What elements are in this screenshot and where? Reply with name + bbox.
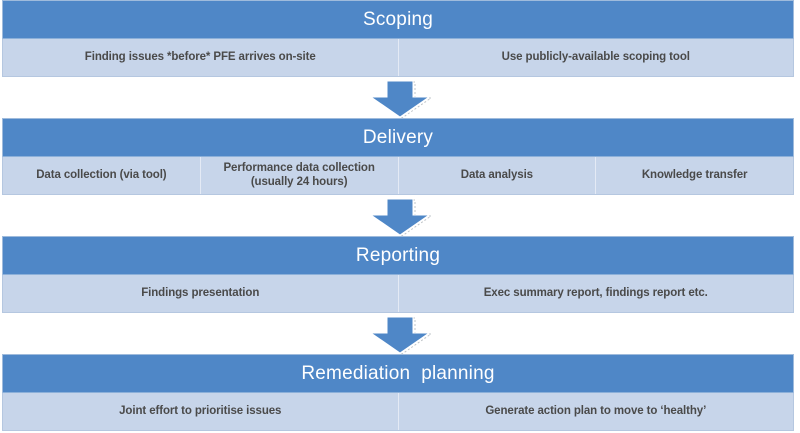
down-arrow-icon [369, 80, 433, 119]
stage-delivery-cell-4[interactable]: Knowledge transfer [596, 157, 793, 194]
stage-scoping-cell-1-label: Finding issues *before* PFE arrives on-s… [84, 50, 316, 63]
stage-delivery-cell-2[interactable]: Performance data collection (usually 24 … [201, 157, 399, 194]
stage-remediation-planning-cell-1-label: Joint effort to prioritise issues [119, 404, 282, 417]
stage-remediation-planning-cell-2[interactable]: Generate action plan to move to ‘healthy… [399, 393, 794, 430]
stage-reporting[interactable]: Reporting Findings presentation Exec sum… [2, 236, 794, 313]
stage-reporting-header: Reporting [2, 236, 794, 274]
stage-remediation-planning[interactable]: Remediation planning Joint effort to pri… [2, 354, 794, 431]
stage-remediation-planning-header: Remediation planning [2, 354, 794, 392]
stage-delivery-cell-2-label: Performance data collection (usually 24 … [223, 162, 375, 188]
stage-reporting-cell-2[interactable]: Exec summary report, findings report etc… [399, 275, 794, 312]
stage-scoping-cell-2-label: Use publicly-available scoping tool [501, 50, 690, 63]
stage-scoping-header: Scoping [2, 0, 794, 38]
stage-scoping[interactable]: Scoping Finding issues *before* PFE arri… [2, 0, 794, 77]
arrow-delivery-to-reporting [367, 197, 433, 237]
stage-scoping-cell-2[interactable]: Use publicly-available scoping tool [399, 39, 794, 76]
stage-reporting-cell-1[interactable]: Findings presentation [3, 275, 399, 312]
stage-remediation-planning-title: Remediation planning [301, 363, 495, 384]
stage-reporting-title: Reporting [355, 245, 441, 266]
stage-remediation-planning-cell-1[interactable]: Joint effort to prioritise issues [3, 393, 399, 430]
stage-delivery-header: Delivery [2, 118, 794, 156]
stage-scoping-cell-1[interactable]: Finding issues *before* PFE arrives on-s… [3, 39, 399, 76]
stage-delivery-cell-3-label: Data analysis [460, 168, 533, 181]
stage-remediation-planning-cell-2-label: Generate action plan to move to ‘healthy… [485, 404, 707, 417]
stage-reporting-cell-1-label: Findings presentation [141, 286, 260, 299]
stage-delivery-row: Data collection (via tool) Performance d… [2, 156, 794, 195]
arrow-reporting-to-remediation [367, 315, 433, 355]
stage-delivery-cell-1-label: Data collection (via tool) [36, 168, 167, 181]
stage-delivery-cell-1[interactable]: Data collection (via tool) [3, 157, 201, 194]
stage-delivery-title: Delivery [362, 127, 434, 148]
down-arrow-icon [369, 198, 433, 237]
stage-reporting-cell-2-label: Exec summary report, findings report etc… [483, 286, 708, 299]
stage-reporting-row: Findings presentation Exec summary repor… [2, 274, 794, 313]
stage-delivery-cell-3[interactable]: Data analysis [399, 157, 597, 194]
arrow-scoping-to-delivery [367, 79, 433, 119]
stage-remediation-planning-row: Joint effort to prioritise issues Genera… [2, 392, 794, 431]
stage-delivery[interactable]: Delivery Data collection (via tool) Perf… [2, 118, 794, 195]
down-arrow-icon [369, 316, 433, 355]
stage-scoping-title: Scoping [362, 9, 434, 30]
stage-delivery-cell-4-label: Knowledge transfer [641, 168, 748, 181]
stage-scoping-row: Finding issues *before* PFE arrives on-s… [2, 38, 794, 77]
